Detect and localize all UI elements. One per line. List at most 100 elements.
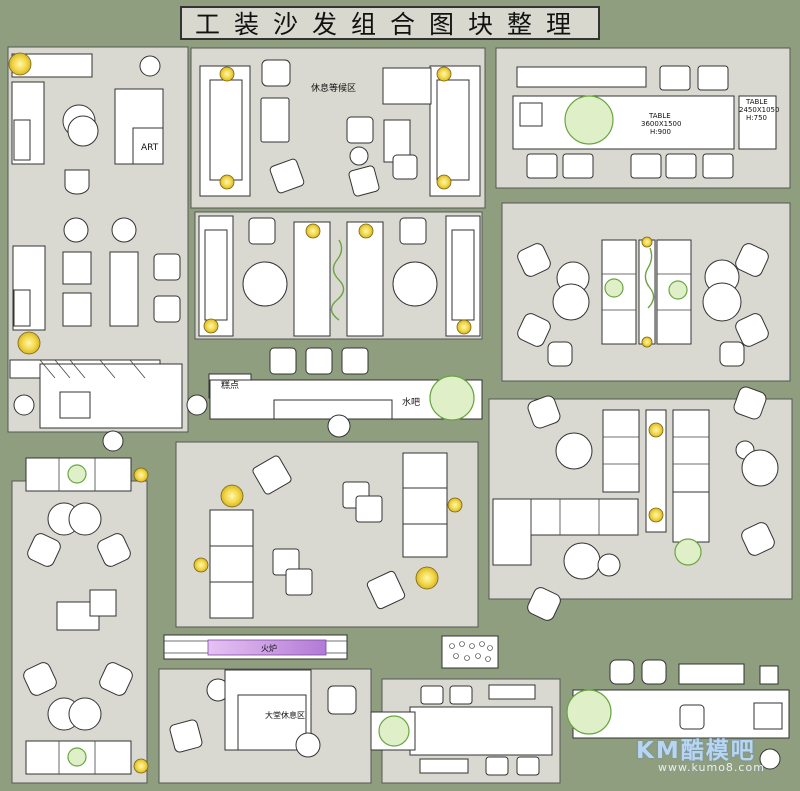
waiting-armchair-b xyxy=(346,116,374,144)
buffet-dot xyxy=(453,653,459,659)
mid-table-left xyxy=(242,261,288,307)
vine xyxy=(644,247,655,309)
waiting-armchair-d xyxy=(392,154,418,180)
plants xyxy=(67,95,702,767)
art-frame xyxy=(132,127,164,165)
cluster-chair-f xyxy=(719,341,745,367)
mid-chair-b xyxy=(399,217,427,245)
console-box xyxy=(59,391,91,419)
lamp-icon xyxy=(358,223,374,239)
lamp-icon xyxy=(415,566,439,590)
lounge-sofa-center-r xyxy=(672,409,710,493)
mid-sofa-right-inner xyxy=(451,229,475,321)
br-chair-a xyxy=(609,659,635,685)
stool-b xyxy=(111,217,137,243)
table-small-label: TABLE xyxy=(745,98,768,106)
art-label: ART xyxy=(141,143,159,153)
fireplace-label: 火炉 xyxy=(261,643,277,653)
br-chair-c xyxy=(679,704,705,730)
lamp-icon xyxy=(17,331,41,355)
plant-icon xyxy=(674,538,702,566)
br-table-inlay xyxy=(753,702,783,730)
table-main xyxy=(512,95,735,150)
bar-bin xyxy=(327,414,351,438)
lb-chair-c xyxy=(23,662,57,696)
br-box xyxy=(759,665,779,685)
cluster-chair-c xyxy=(735,243,769,277)
lb-table-d xyxy=(68,697,102,731)
table-main-label: TABLE xyxy=(648,112,671,120)
plant-icon xyxy=(378,715,410,747)
lamp-icon xyxy=(456,319,472,335)
chair-top-b xyxy=(697,65,729,91)
armchair-top xyxy=(64,169,90,195)
center-armchair-b xyxy=(366,570,406,610)
buffet-dot xyxy=(485,656,491,662)
cake-label: 糕点 xyxy=(221,379,239,391)
dining-chair-d xyxy=(516,756,540,776)
lamp-icon xyxy=(133,467,149,483)
lb-table-b xyxy=(68,502,102,536)
buffet-dot xyxy=(475,653,481,659)
lamp-icon xyxy=(193,557,209,573)
lounge-sofa-r xyxy=(672,491,710,543)
buffet-table xyxy=(441,635,499,669)
cluster-table-d xyxy=(702,282,742,322)
waiting-armchair-a xyxy=(269,158,305,194)
cluster-chair-e xyxy=(547,341,573,367)
box-b xyxy=(62,292,92,327)
plant-icon xyxy=(67,464,87,484)
cluster-chair-d xyxy=(735,313,769,347)
lobby-table xyxy=(295,732,321,758)
buffet-dots xyxy=(449,641,493,662)
sofa-divisions xyxy=(58,458,96,774)
waiting-stool xyxy=(349,146,369,166)
lounge-divisions xyxy=(530,436,709,535)
lounge-chair-d xyxy=(527,587,561,621)
lamp-icon xyxy=(648,422,664,438)
lamp-icon xyxy=(133,758,149,774)
chair-bottom-b xyxy=(562,153,594,179)
cluster-table-b xyxy=(552,283,590,321)
waiting-bench xyxy=(382,67,432,105)
lounge-table-d xyxy=(563,542,601,580)
lb-chair-d xyxy=(99,662,133,696)
lamp-icon xyxy=(8,52,32,76)
center-ottoman-b xyxy=(355,495,383,523)
dining-bench xyxy=(488,684,536,700)
plant-icon xyxy=(668,280,688,300)
center-armchair-a xyxy=(252,455,292,495)
bar-stool-a xyxy=(269,347,297,375)
table-small xyxy=(738,95,777,150)
plant-icon xyxy=(604,278,624,298)
mid-sofa-left-inner xyxy=(204,229,228,321)
bar-stool-b xyxy=(305,347,333,375)
bench-divisions xyxy=(39,359,146,379)
plan-labels: ART 休息等候区 TABLE 3600X1500 H:900 TABLE 24… xyxy=(141,82,779,720)
center-sofa-left-inner xyxy=(209,545,254,583)
cluster-chair-a xyxy=(517,243,551,277)
rest-area-label: 休息等候区 xyxy=(311,82,356,94)
buffet-dot xyxy=(449,643,455,649)
center-ottoman-d xyxy=(285,568,313,596)
lb-chair-a xyxy=(27,533,61,567)
chair-bottom-c xyxy=(630,153,662,179)
br-stool xyxy=(759,748,781,770)
lounge-table-a xyxy=(555,432,593,470)
plant-vines xyxy=(330,239,655,321)
br-sideboard xyxy=(678,663,745,685)
box-a xyxy=(62,251,92,285)
bin-left xyxy=(13,394,35,416)
plant-icon xyxy=(564,95,614,145)
fireplace-flame xyxy=(207,639,327,656)
bin-mid xyxy=(186,394,208,416)
board-title: 工装沙发组合图块整理 xyxy=(180,6,600,40)
stool-a xyxy=(63,217,89,243)
chair-a xyxy=(153,253,181,281)
center-sofa-right-inner xyxy=(402,487,448,525)
mid-sofa-center-r xyxy=(346,221,384,337)
buffet-dot xyxy=(464,655,470,661)
vine xyxy=(330,239,345,321)
lounge-sofa-center-l xyxy=(602,409,640,493)
lounge-label: 大堂休息区 xyxy=(265,710,305,720)
